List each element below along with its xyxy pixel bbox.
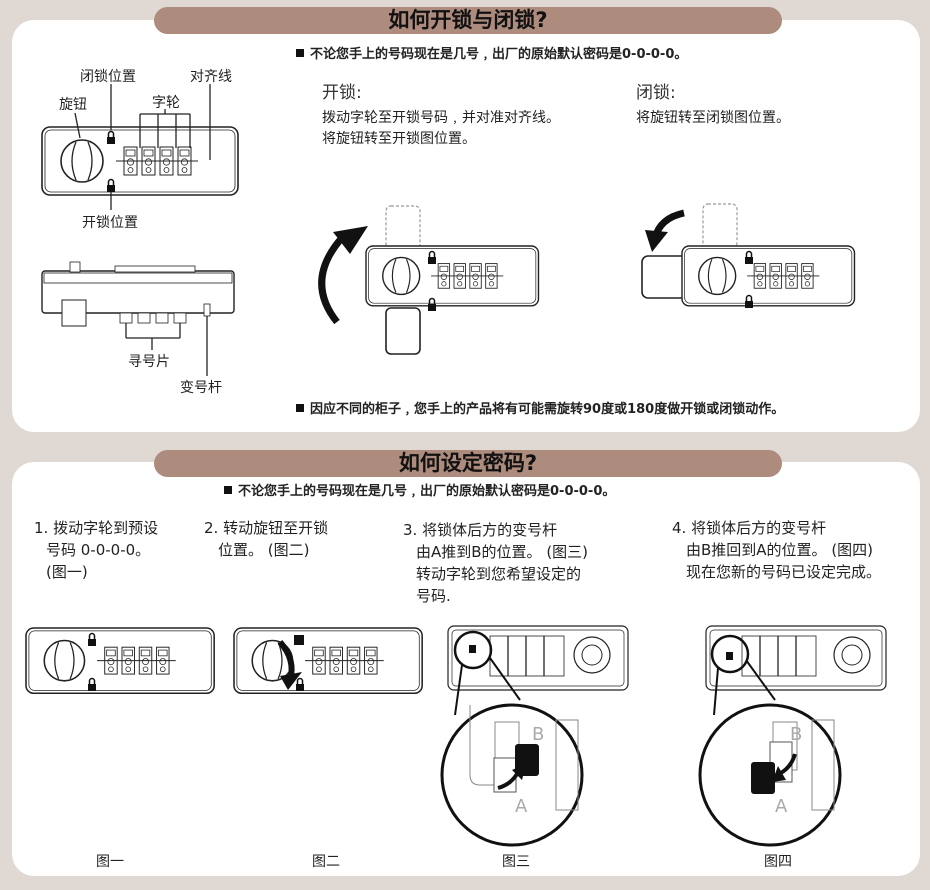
section1-title: 如何开锁与闭锁? xyxy=(154,7,782,34)
open-diagram xyxy=(318,205,539,355)
section2-title: 如何设定密码? xyxy=(154,450,782,477)
fig2-lock-turn xyxy=(234,628,422,693)
open-instruction-2: 将旋钮转至开锁图位置。 xyxy=(322,131,476,147)
label-closed-position: 闭锁位置 xyxy=(80,69,136,85)
close-heading: 闭锁: xyxy=(636,83,676,103)
section-open-close-panel xyxy=(12,20,920,432)
close-diagram xyxy=(641,203,854,309)
caption-fig-3: 图三 xyxy=(502,854,530,870)
step-1-line-2: 号码 0-0-0-0。 xyxy=(46,541,151,559)
lock-front-labeled xyxy=(42,84,238,210)
label-change-lever: 变号杆 xyxy=(180,380,222,396)
bullet-icon xyxy=(296,49,304,57)
default-code-note: 不论您手上的号码现在是几号﹐出厂的原始默认密码是0-0-0-0。 xyxy=(296,43,687,62)
close-instruction-1: 将旋钮转至闭锁图位置。 xyxy=(636,110,790,126)
rotation-note: 因应不同的柜子﹐您手上的产品将有可能需旋转90度或180度做开锁或闭锁动作。 xyxy=(296,398,784,417)
step-4-line-1: 4. 将锁体后方的变号杆 xyxy=(672,519,827,537)
step-4-line-2: 由B推回到A的位置。 (图四) xyxy=(686,541,874,559)
caption-fig-1: 图一 xyxy=(96,854,124,870)
step-3-line-3: 转动字轮到您希望设定的 xyxy=(416,565,582,583)
step-2-line-2: 位置。 (图二) xyxy=(218,541,310,559)
step-3-line-2: 由A推到B的位置。 (图三) xyxy=(416,543,589,561)
step-1-line-1: 1. 拨动字轮到预设 xyxy=(34,519,159,537)
label-align-line: 对齐线 xyxy=(190,69,232,85)
label-b: B xyxy=(532,724,544,745)
bullet-icon xyxy=(224,486,232,494)
bullet-icon xyxy=(296,404,304,412)
open-instruction-1: 拨动字轮至开锁号码﹐并对准对齐线。 xyxy=(322,110,560,126)
fig4-lever-b-to-a: B A xyxy=(698,625,887,847)
fig3-lever-a-to-b: B A xyxy=(440,625,629,847)
label-b: B xyxy=(790,724,802,745)
step-3-line-1: 3. 将锁体后方的变号杆 xyxy=(403,521,558,539)
rotate-arrow-icon xyxy=(318,237,343,325)
lock-side-view xyxy=(41,261,235,376)
label-a: A xyxy=(775,796,788,817)
label-wheels: 字轮 xyxy=(152,95,180,111)
label-open-position: 开锁位置 xyxy=(82,215,138,231)
fig1-lock-front xyxy=(26,628,214,693)
label-find-plate: 寻号片 xyxy=(128,354,170,370)
step-3-line-4: 号码. xyxy=(416,587,451,605)
open-heading: 开锁: xyxy=(322,83,362,103)
label-knob: 旋钮 xyxy=(59,97,87,113)
label-a: A xyxy=(515,796,528,817)
step-1-line-3: (图一) xyxy=(46,563,88,581)
caption-fig-2: 图二 xyxy=(312,854,340,870)
default-code-note-2: 不论您手上的号码现在是几号﹐出厂的原始默认密码是0-0-0-0。 xyxy=(224,480,615,499)
step-4-line-3: 现在您新的号码已设定完成。 xyxy=(686,563,882,581)
step-2-line-1: 2. 转动旋钮至开锁 xyxy=(204,519,329,537)
caption-fig-4: 图四 xyxy=(764,854,792,870)
